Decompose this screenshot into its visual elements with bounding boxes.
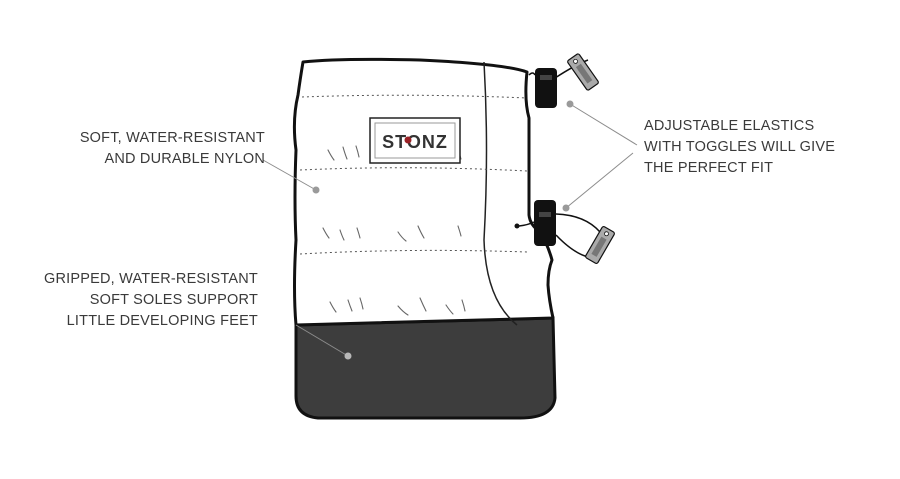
callout-elastics-line-2: WITH TOGGLES WILL GIVE [644, 139, 836, 155]
brand-label: STONZ [369, 117, 461, 164]
lower-pull-tab [585, 226, 615, 264]
callout-soles: GRIPPED, WATER-RESISTANT SOFT SOLES SUPP… [40, 269, 258, 332]
leader-soles [295, 324, 349, 357]
callout-nylon-line-2: AND DURABLE NYLON [104, 151, 265, 167]
bootie-sole [294, 316, 557, 420]
leader-dot-elastics-bottom [562, 204, 570, 212]
leader-nylon [262, 159, 317, 191]
leader-lines [262, 103, 638, 357]
lower-toggle [514, 200, 615, 264]
callout-soles-line-1: GRIPPED, WATER-RESISTANT [44, 271, 258, 287]
callout-soles-line-2: SOFT SOLES SUPPORT [89, 292, 258, 308]
leader-dot-soles [344, 352, 352, 360]
callout-nylon: SOFT, WATER-RESISTANT AND DURABLE NYLON [60, 128, 265, 170]
callout-elastics-line-3: THE PERFECT FIT [644, 160, 774, 176]
quilt-stitch-2 [299, 167, 528, 172]
leader-elastics-bottom [565, 152, 634, 209]
top-pull-tab [567, 53, 599, 91]
callout-soles-line-3: LITTLE DEVELOPING FEET [66, 313, 258, 329]
bootie-upper [292, 57, 555, 327]
callout-elastics: ADJUSTABLE ELASTICS WITH TOGGLES WILL GI… [644, 116, 835, 179]
leader-dot-elastics-top [566, 100, 574, 108]
top-toggle [528, 53, 599, 108]
callout-elastics-line-1: ADJUSTABLE ELASTICS [644, 118, 815, 134]
leader-elastics-top [569, 103, 638, 146]
callout-nylon-line-1: SOFT, WATER-RESISTANT [79, 130, 265, 146]
back-seam [483, 61, 518, 326]
quilt-stitch-3 [299, 249, 528, 255]
logo-accent-dot [404, 136, 412, 144]
fabric-creases [322, 145, 466, 316]
quilt-stitch-1 [301, 94, 528, 99]
brand-logo-text: STONZ [382, 132, 448, 152]
leader-dots [312, 100, 574, 360]
leader-dot-nylon [312, 186, 320, 194]
